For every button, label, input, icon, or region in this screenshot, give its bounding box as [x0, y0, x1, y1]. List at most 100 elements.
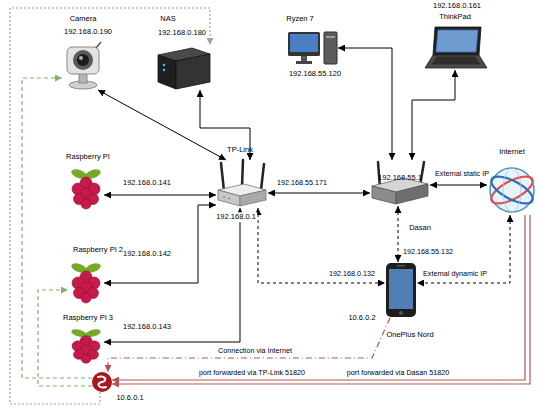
network-link: [338, 48, 392, 160]
wireguard-dragon: [98, 377, 106, 388]
phone-screen: [389, 269, 413, 309]
status-light: [377, 193, 379, 195]
nas-drawing: [158, 48, 210, 89]
edge-label: External dynamic IP: [423, 270, 487, 277]
laptop-base: [425, 55, 487, 68]
edge-label: 192.168.0.132: [329, 270, 375, 277]
node-sublabel: 192.168.55.120: [289, 70, 341, 78]
globe-orbit: [487, 171, 536, 208]
wireguard-drawing: [92, 372, 112, 392]
network-link: [104, 195, 216, 196]
node-label: 192.168.0.161: [433, 2, 481, 10]
node-label: 10.6.0.1: [116, 394, 143, 402]
router-node: 192.168.55.1Dasan: [370, 160, 430, 206]
dashed-connector: [10, 8, 210, 404]
drive-bay: [326, 36, 335, 38]
monitor-frame: [288, 32, 320, 56]
laptop-keyboard: [432, 57, 480, 64]
node-label: OnePlus Nord: [386, 331, 433, 339]
router-antenna: [221, 163, 224, 191]
globe-icon: [487, 165, 537, 215]
network-link: [430, 185, 487, 186]
node-sublabel: ThinkPad: [439, 13, 471, 21]
camera-drawing: [67, 42, 101, 89]
node-sublabel: 192.168.0.141: [123, 179, 171, 187]
raspberry-logo: [70, 168, 102, 209]
node-label: NAS: [160, 15, 175, 23]
node-sublabel: Dasan: [409, 224, 431, 232]
dashed-connector: [108, 318, 390, 372]
network-link: [104, 208, 240, 342]
laptop-lid: [433, 27, 481, 55]
internet-node: Internet: [487, 165, 537, 215]
edge-label: Connection via Internet: [218, 347, 292, 354]
desktop-icon: [288, 30, 338, 66]
camera-icon: [62, 42, 104, 90]
nas-icon: [152, 45, 214, 90]
node-sublabel: 10.6.0.2: [348, 314, 375, 322]
raspberry-pi-node: Raspberry PI 2192.168.0.142: [68, 262, 104, 304]
rpi-drawing: [70, 168, 102, 209]
camera-lens: [77, 54, 89, 66]
status-light: [163, 64, 165, 66]
node-label: Raspberry PI 3: [63, 314, 113, 322]
routerDark-icon: [370, 160, 430, 206]
network-link: [98, 90, 226, 160]
edge-label: port forwarded via TP-Link 51820: [199, 369, 305, 376]
phone-button: [399, 311, 403, 315]
rpi-drawing: [70, 328, 102, 364]
camera-node: Camera192.168.0.190: [62, 42, 104, 90]
camera-body: [67, 47, 99, 74]
network-link: [104, 205, 216, 283]
node-sublabel: 192.168.0.190: [64, 28, 112, 36]
node-label: Camera: [70, 15, 97, 23]
dashed-connector: [398, 206, 399, 262]
node-label: TP-Link: [227, 146, 253, 154]
rpi-icon: [68, 328, 104, 364]
routerDark-drawing: [372, 162, 428, 204]
globe-drawing: [487, 168, 536, 212]
routerLight-drawing: [218, 160, 266, 206]
phone-node: OnePlus Nord10.6.0.2: [385, 262, 417, 318]
node-label: Raspberry PI: [66, 153, 110, 161]
network-link: [112, 215, 525, 380]
raspberry-logo: [70, 262, 102, 303]
phone-body: [386, 263, 416, 317]
rpi-icon: [68, 168, 104, 210]
node-label: Internet: [499, 148, 524, 156]
laptop-icon: [425, 25, 487, 70]
monitor-stand: [301, 56, 307, 61]
laptop-drawing: [425, 27, 487, 68]
monitor-screen: [290, 34, 318, 52]
dashed-connector: [22, 78, 92, 378]
berry: [81, 199, 91, 209]
router-front: [372, 186, 396, 204]
lens-highlight: [79, 56, 83, 60]
dashed-connector: [38, 290, 92, 386]
wireguard-node: 10.6.0.1: [92, 372, 112, 392]
nas-node: NAS192.168.0.180: [152, 45, 214, 90]
connector-group: [10, 8, 530, 404]
edge-label: 192.168.55.132: [403, 248, 453, 255]
phone-speaker: [397, 265, 405, 267]
status-light: [223, 196, 225, 198]
laptop-node: 192.168.0.161ThinkPad: [425, 25, 487, 70]
berry: [81, 293, 91, 303]
dashed-connector: [258, 208, 385, 283]
router-node: TP-Link192.168.0.1: [216, 160, 268, 208]
edge-label: 192.168.55.171: [277, 179, 327, 186]
pc-tower: [324, 32, 337, 64]
node-sublabel: 192.168.0.143: [123, 323, 171, 331]
phone-drawing: [386, 263, 416, 317]
node-sublabel: 192.168.0.1: [215, 212, 257, 222]
laptop-screen: [436, 30, 478, 52]
edge-label: External static IP: [435, 170, 489, 177]
desktop-drawing: [288, 32, 337, 64]
router-side: [240, 190, 266, 206]
node-sublabel: 192.168.0.142: [123, 250, 171, 258]
node-sublabel: 192.168.0.180: [158, 29, 206, 37]
node-label: Ryzen 7: [286, 15, 314, 23]
node-label: Raspberry PI 2: [73, 246, 123, 254]
globe-meridian: [503, 168, 521, 212]
